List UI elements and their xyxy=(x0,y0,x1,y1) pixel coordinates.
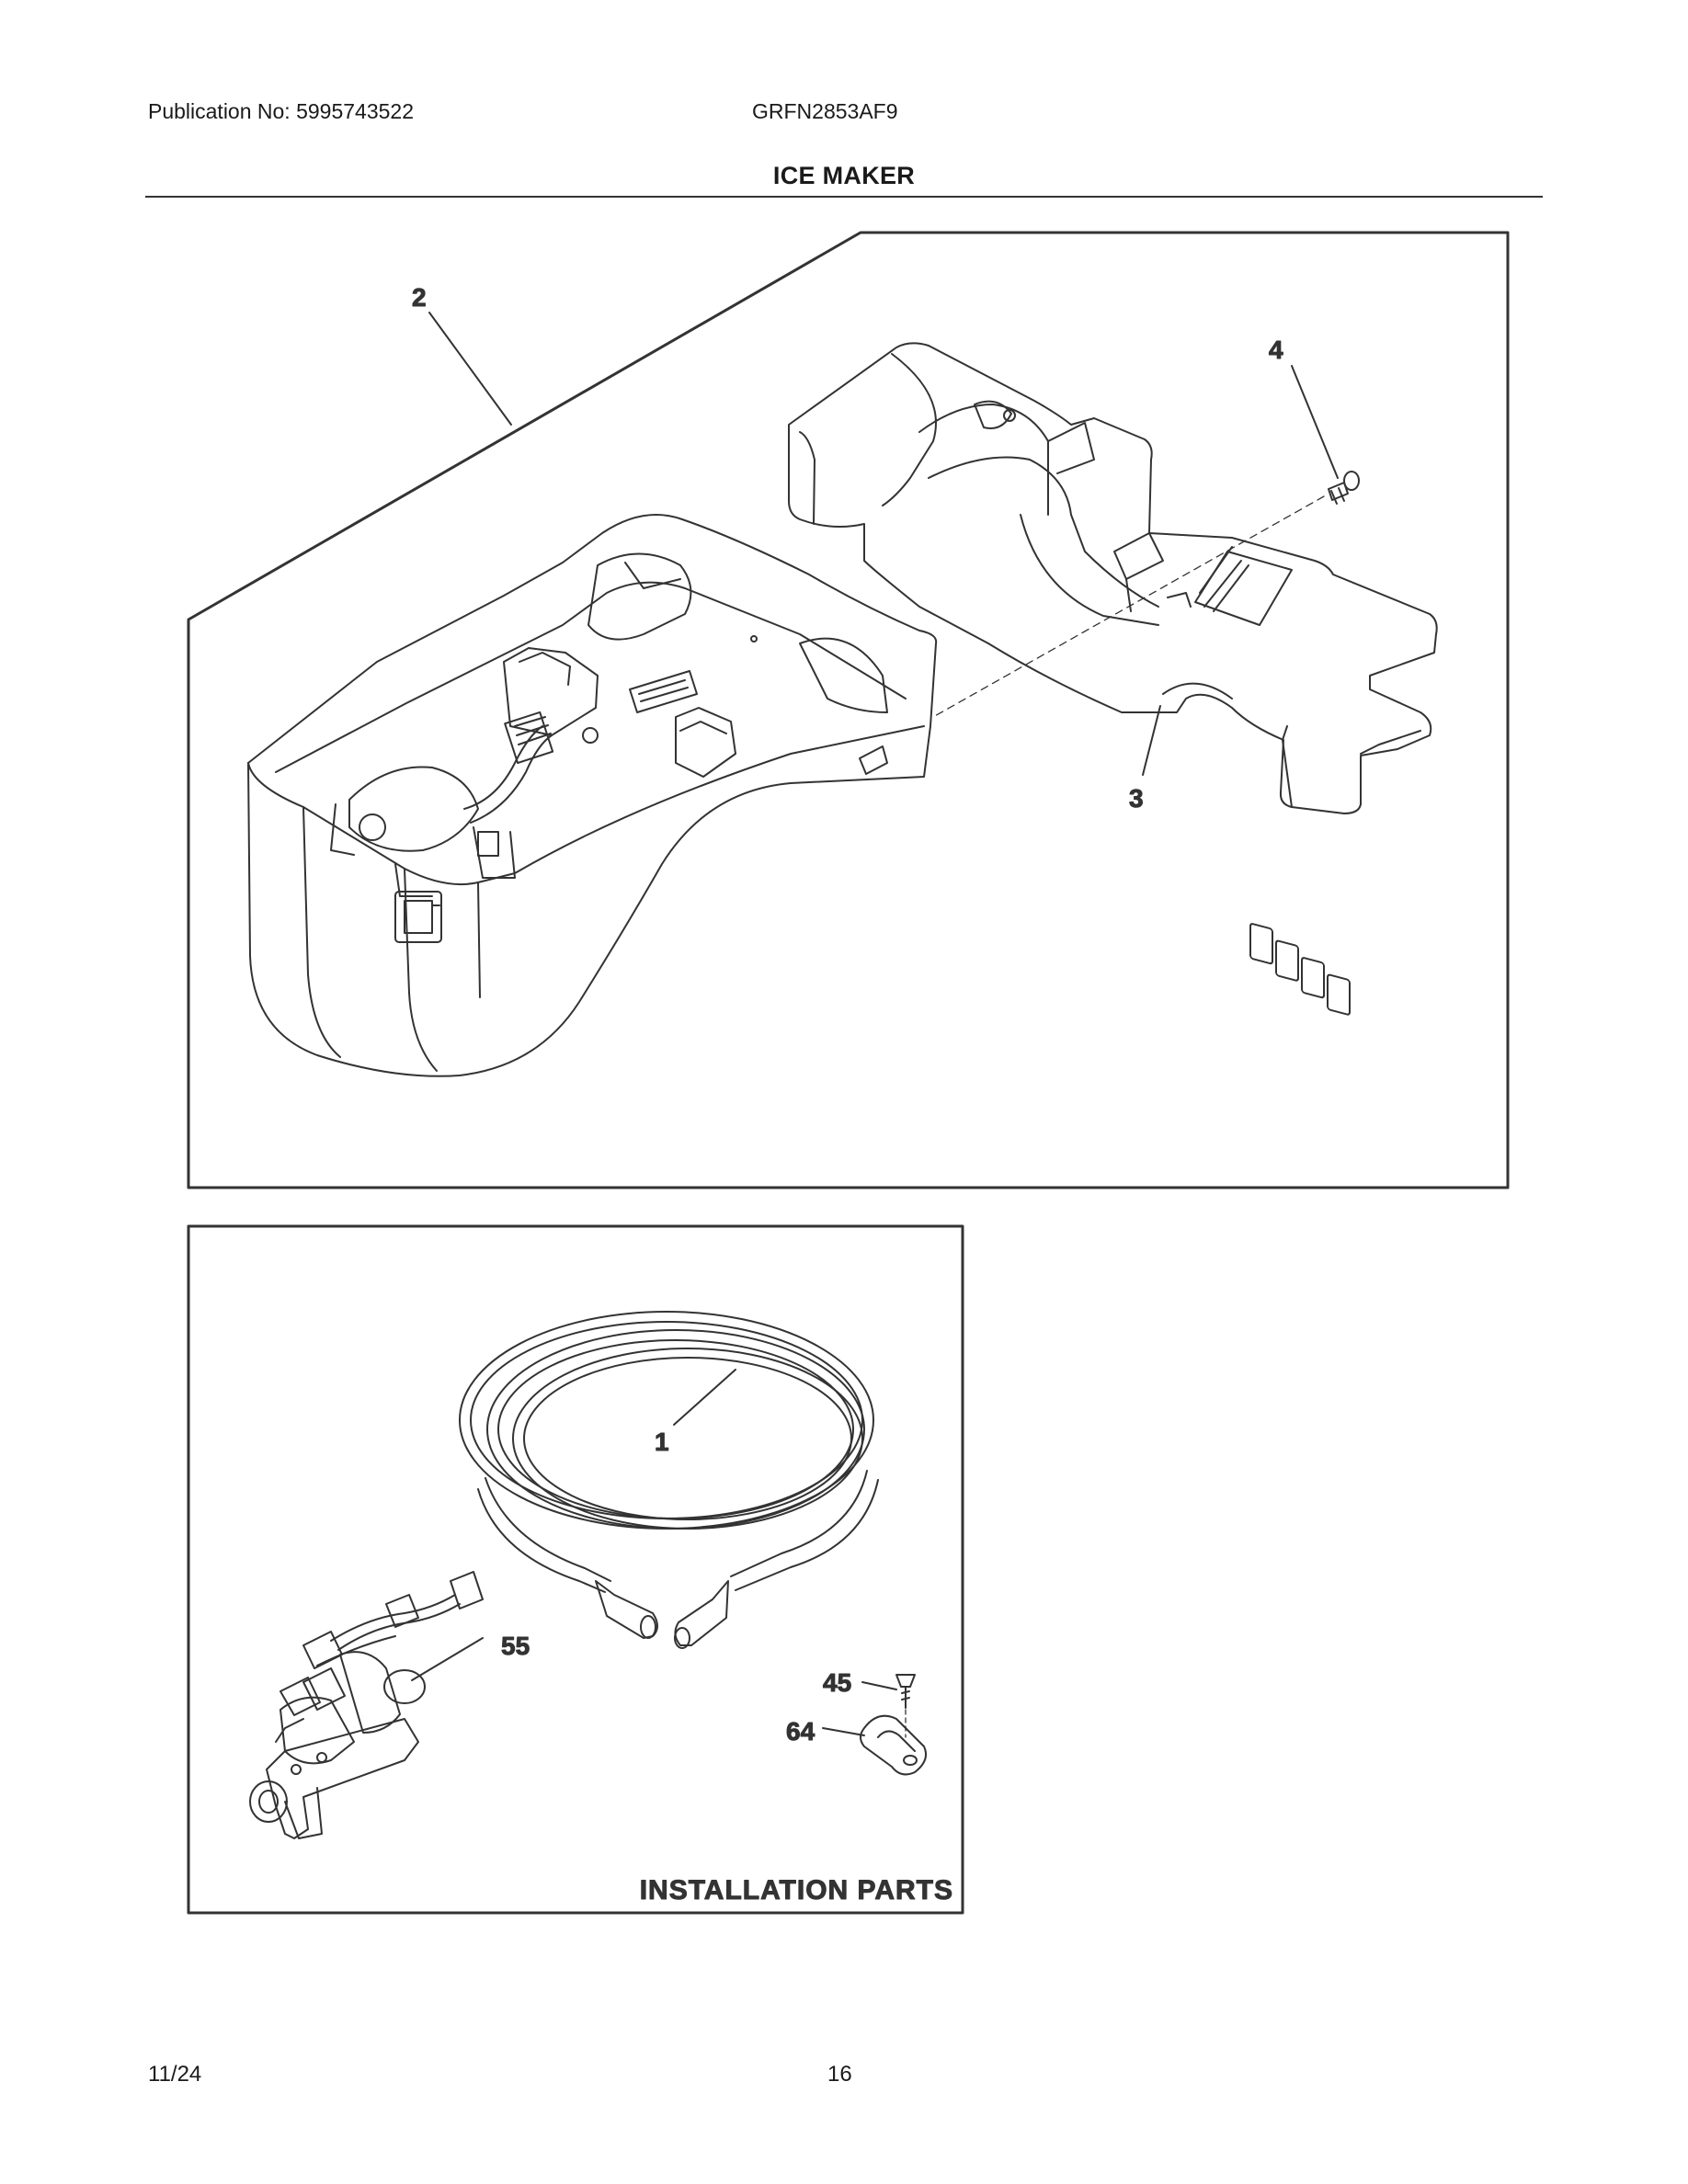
water-valve-assembly xyxy=(249,1571,484,1839)
clamp-part-64 xyxy=(860,1714,927,1776)
callout-1: 1 xyxy=(655,1428,669,1456)
publication-number: Publication No: 5995743522 xyxy=(148,99,415,123)
callout-3: 3 xyxy=(1129,784,1144,813)
ice-chute-bracket xyxy=(788,342,1438,1016)
leader-line-4 xyxy=(1291,365,1339,479)
main-diagram-frame xyxy=(187,231,1510,1189)
installation-parts-label: INSTALLATION PARTS xyxy=(640,1875,953,1905)
callout-2: 2 xyxy=(412,283,427,312)
callout-64: 64 xyxy=(786,1717,815,1746)
screw-alignment-line xyxy=(932,495,1325,718)
callout-4: 4 xyxy=(1269,336,1283,364)
section-title: ICE MAKER xyxy=(772,162,916,189)
leader-line-1 xyxy=(673,1369,736,1426)
leader-line-55 xyxy=(411,1637,484,1681)
model-number: GRFN2853AF9 xyxy=(752,99,898,123)
callout-55: 55 xyxy=(501,1632,530,1660)
leader-line-2 xyxy=(428,312,512,426)
leader-line-64 xyxy=(822,1727,865,1736)
page-number: 16 xyxy=(827,2062,852,2087)
ice-maker-housing xyxy=(247,514,938,1077)
installation-parts-frame xyxy=(187,1224,964,1915)
water-line-coil xyxy=(459,1311,879,1649)
footer-date: 11/24 xyxy=(148,2062,202,2087)
screw-part-45 xyxy=(895,1674,916,1709)
leader-line-45 xyxy=(861,1681,897,1690)
header-rule xyxy=(145,196,1543,198)
leader-line-3 xyxy=(1142,705,1161,776)
screw-part-4 xyxy=(1328,471,1360,505)
callout-45: 45 xyxy=(823,1668,851,1697)
